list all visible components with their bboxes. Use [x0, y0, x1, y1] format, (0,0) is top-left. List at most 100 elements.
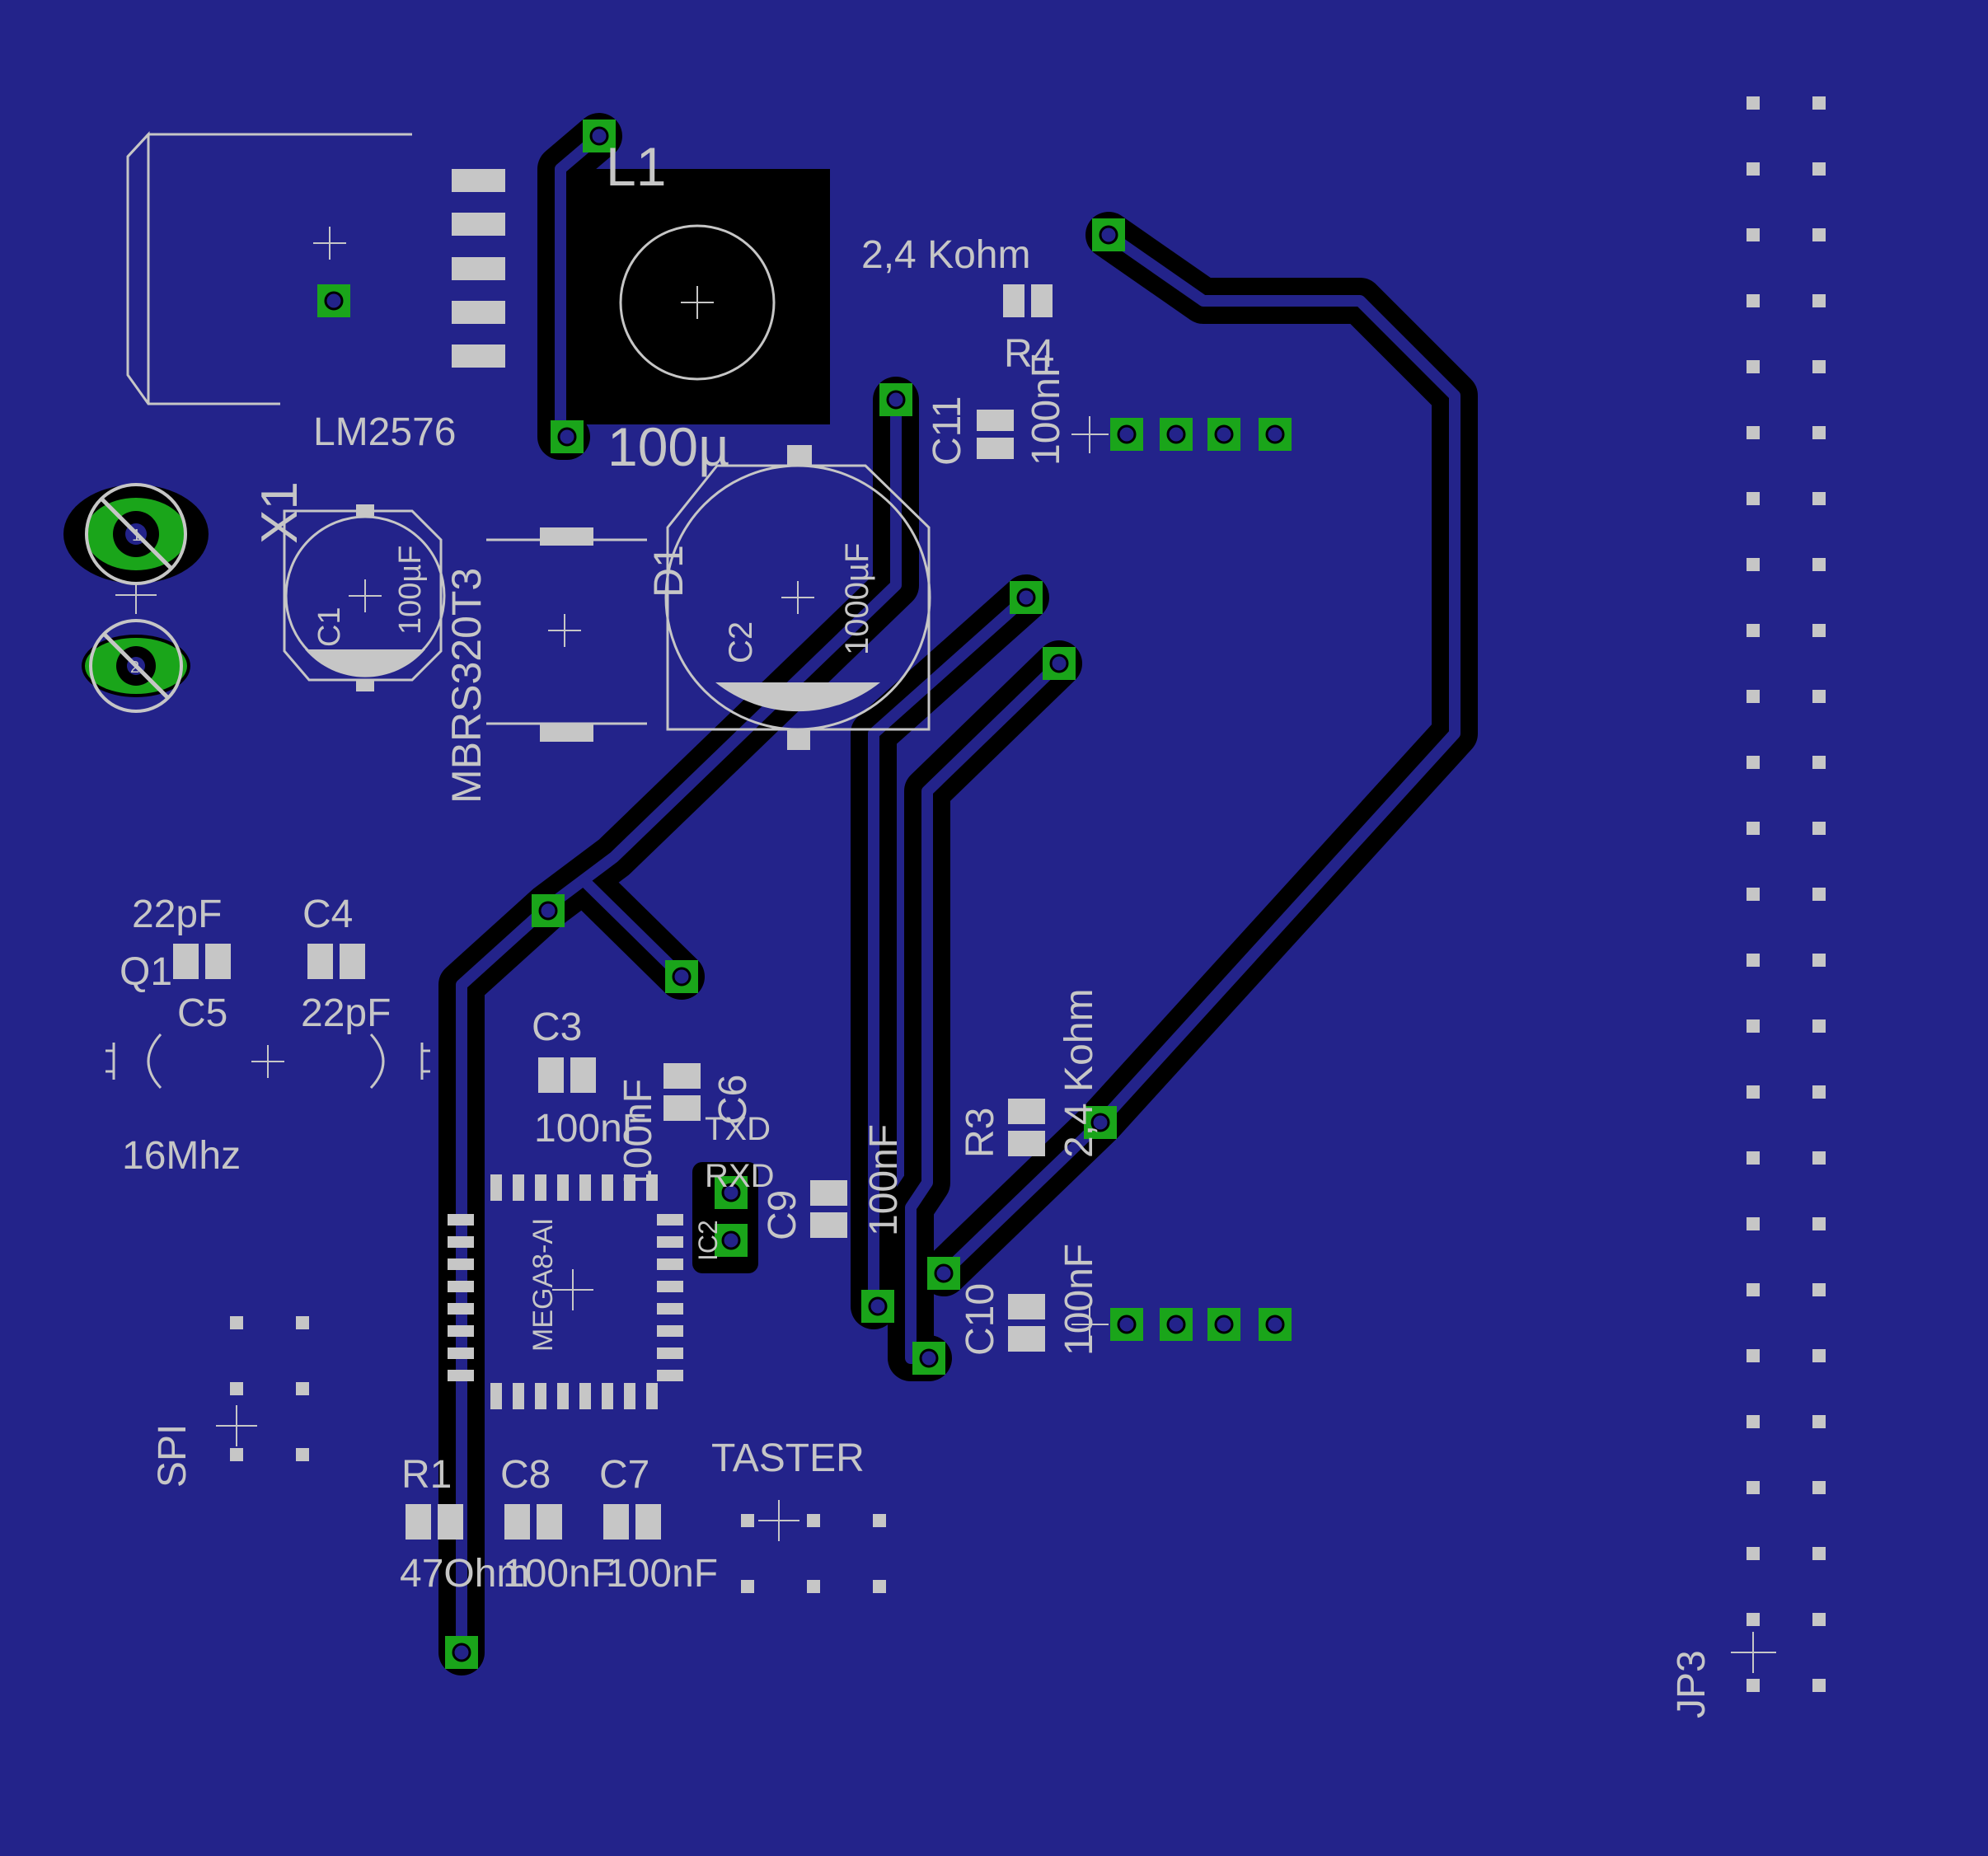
jp3-pin[interactable]	[1747, 96, 1760, 110]
jp3-pin[interactable]	[1747, 756, 1760, 769]
jp3-pin[interactable]	[1747, 1679, 1760, 1692]
c6-label: C6	[711, 1075, 755, 1125]
jp3-pin[interactable]	[1747, 1151, 1760, 1165]
jp3-pin[interactable]	[1747, 228, 1760, 241]
jp3-pin[interactable]	[1812, 1679, 1826, 1692]
jp3-pin[interactable]	[1747, 492, 1760, 505]
taster-pin[interactable]	[873, 1580, 886, 1593]
jp3-pin[interactable]	[1812, 624, 1826, 637]
mcu-pin	[448, 1281, 474, 1292]
jp3-pin[interactable]	[1812, 1151, 1826, 1165]
via-c10-bottom[interactable]	[912, 1342, 945, 1375]
jp3-pin[interactable]	[1812, 756, 1826, 769]
taster-pin[interactable]	[807, 1580, 820, 1593]
taster-pin[interactable]	[741, 1580, 754, 1593]
jp3-pin[interactable]	[1812, 1415, 1826, 1428]
via-c11-4[interactable]	[1259, 418, 1292, 451]
taster-pin[interactable]	[873, 1514, 886, 1527]
spi-pin[interactable]	[296, 1316, 309, 1329]
jp3-pin[interactable]	[1747, 294, 1760, 307]
jp3-pin[interactable]	[1812, 1547, 1826, 1560]
jp3-pin[interactable]	[1812, 558, 1826, 571]
jp3-pin[interactable]	[1747, 1613, 1760, 1626]
jp3-pin[interactable]	[1747, 624, 1760, 637]
jp3-pin[interactable]	[1812, 1283, 1826, 1296]
jp3-pin[interactable]	[1747, 1019, 1760, 1033]
q1-footprint	[173, 944, 231, 979]
c1-value: 100µF	[393, 545, 428, 635]
taster-pin[interactable]	[807, 1514, 820, 1527]
via-c10-2[interactable]	[1160, 1308, 1193, 1341]
jp3-pin[interactable]	[1747, 558, 1760, 571]
spi-pin[interactable]	[230, 1316, 243, 1329]
jp3-pin[interactable]	[1747, 1217, 1760, 1230]
silkscreen-pads	[305, 169, 880, 750]
via-branch[interactable]	[532, 894, 565, 927]
jp3-pin[interactable]	[1812, 954, 1826, 967]
spi-pin[interactable]	[296, 1382, 309, 1395]
l1-coil-outline	[619, 224, 776, 381]
spi-pin[interactable]	[230, 1448, 243, 1461]
via-l1-bottom[interactable]	[551, 420, 584, 453]
via-ic2-2[interactable]	[715, 1224, 748, 1257]
jp3-pin[interactable]	[1747, 888, 1760, 901]
jp3-pin[interactable]	[1747, 822, 1760, 835]
via-c10-top[interactable]	[1043, 647, 1076, 680]
jp3-pin[interactable]	[1812, 888, 1826, 901]
jp3-pin[interactable]	[1812, 1349, 1826, 1362]
via-c10-1[interactable]	[1110, 1308, 1143, 1341]
taster-pin[interactable]	[741, 1514, 754, 1527]
via-c3[interactable]	[665, 960, 698, 993]
c8-footprint	[504, 1504, 562, 1540]
jp3-pin[interactable]	[1812, 294, 1826, 307]
jp3-pin[interactable]	[1812, 492, 1826, 505]
jp3-pin[interactable]	[1747, 1547, 1760, 1560]
mcu-pin	[448, 1258, 474, 1270]
spi-pin[interactable]	[230, 1382, 243, 1395]
via-c11-3[interactable]	[1207, 418, 1240, 451]
jp3-pin[interactable]	[1747, 162, 1760, 176]
c2-value: 1000µF	[839, 543, 875, 655]
jp3-pin[interactable]	[1747, 1283, 1760, 1296]
jp3-pin[interactable]	[1747, 1415, 1760, 1428]
jp3-pin[interactable]	[1812, 1019, 1826, 1033]
jp3-pin[interactable]	[1747, 690, 1760, 703]
via-c9-top[interactable]	[1010, 581, 1043, 614]
jp3-pin[interactable]	[1812, 228, 1826, 241]
jp3-pin[interactable]	[1812, 690, 1826, 703]
via-r1[interactable]	[445, 1636, 478, 1669]
jp3-pin[interactable]	[1812, 96, 1826, 110]
jp3-pin[interactable]	[1812, 1481, 1826, 1494]
via-c11-2[interactable]	[1160, 418, 1193, 451]
jp3-pin[interactable]	[1812, 1613, 1826, 1626]
r3-label: R3	[959, 1108, 1002, 1158]
jp3-pin[interactable]	[1812, 360, 1826, 373]
via-c11-1[interactable]	[1110, 418, 1143, 451]
jp3-pin[interactable]	[1812, 1085, 1826, 1099]
via-c10-3[interactable]	[1207, 1308, 1240, 1341]
via-lm2576[interactable]	[317, 284, 350, 317]
jp3-pin[interactable]	[1747, 360, 1760, 373]
via-c10-mid[interactable]	[927, 1257, 960, 1290]
via-c9-bottom[interactable]	[861, 1290, 894, 1323]
jp3-pin[interactable]	[1747, 954, 1760, 967]
jp3-pin[interactable]	[1747, 426, 1760, 439]
via-r4[interactable]	[1092, 218, 1125, 251]
via-r3[interactable]	[1084, 1106, 1117, 1139]
jp3-pin[interactable]	[1812, 162, 1826, 176]
jp3-pin[interactable]	[1747, 1085, 1760, 1099]
jp3-pin[interactable]	[1812, 822, 1826, 835]
jp3-pin[interactable]	[1747, 1349, 1760, 1362]
jp3-pin[interactable]	[1812, 426, 1826, 439]
spi-pin[interactable]	[296, 1448, 309, 1461]
via-ic2-1[interactable]	[715, 1176, 748, 1209]
mcu-pin	[624, 1383, 635, 1409]
jp3-pin[interactable]	[1812, 1217, 1826, 1230]
via-c10-4[interactable]	[1259, 1308, 1292, 1341]
crystal-label: 16Mhz	[122, 1134, 241, 1178]
mcu-pin	[448, 1236, 474, 1248]
via-l1-top[interactable]	[583, 120, 616, 152]
jp3-pin[interactable]	[1747, 1481, 1760, 1494]
via-c2-top[interactable]	[879, 383, 912, 416]
c5-value: 22pF	[301, 991, 391, 1035]
